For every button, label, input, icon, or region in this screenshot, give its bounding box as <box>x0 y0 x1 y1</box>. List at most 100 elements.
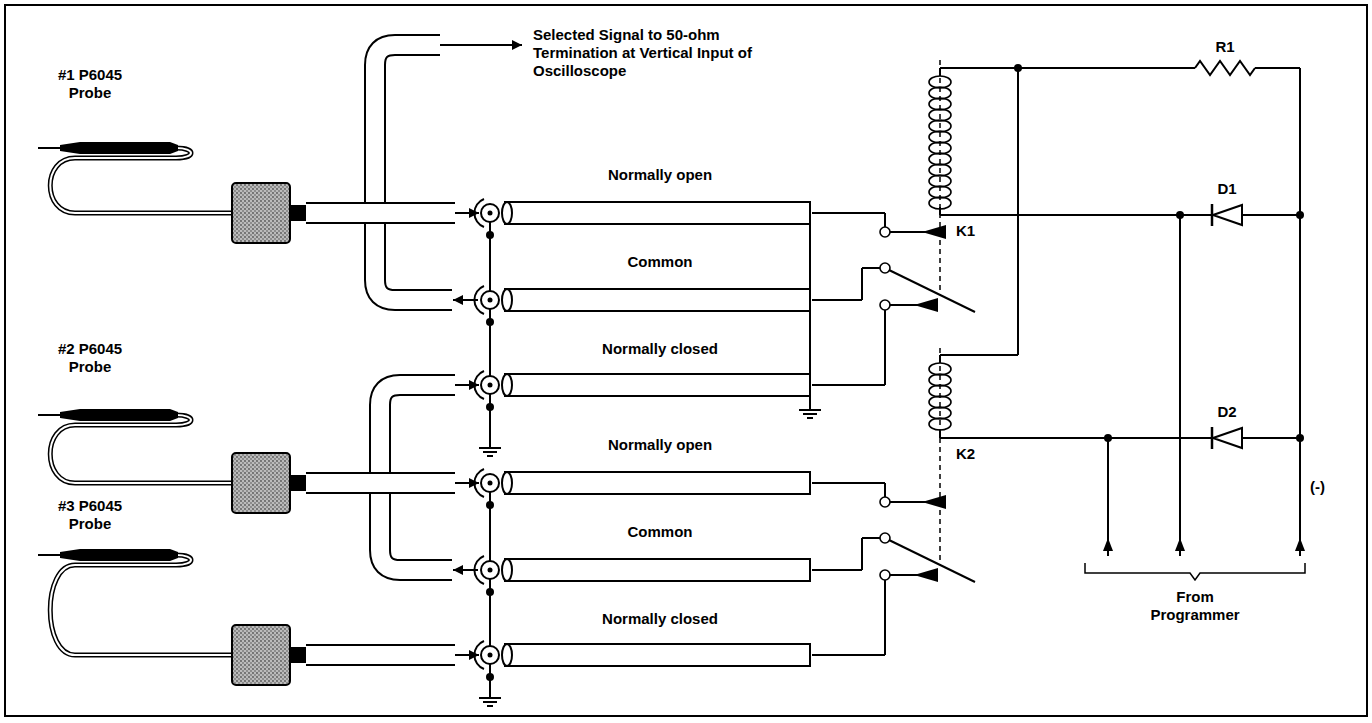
bnc-pin <box>488 653 493 658</box>
junction-dot <box>486 588 494 596</box>
label: From Programmer <box>1135 588 1255 624</box>
arrow-head <box>512 40 522 50</box>
coax-cable <box>505 559 810 581</box>
junction-dot <box>486 403 494 411</box>
probe-tip <box>38 414 62 416</box>
probe-handle <box>60 409 178 421</box>
ground-symbol <box>489 440 491 448</box>
coax-cable <box>505 202 810 224</box>
fixed-contact <box>922 225 946 239</box>
resistor-symbol <box>1195 61 1255 75</box>
wire <box>812 482 885 484</box>
probe-tip <box>38 147 62 149</box>
arrow-head <box>1175 538 1185 551</box>
contact-terminal <box>880 227 890 237</box>
wire <box>862 537 880 539</box>
coax-cable <box>505 289 810 311</box>
bnc-pin <box>488 568 493 573</box>
ground-symbol <box>479 697 501 699</box>
junction-dot <box>486 673 494 681</box>
diode-symbol <box>1213 205 1242 225</box>
wire <box>884 483 886 497</box>
label: Normally open <box>560 436 760 454</box>
probe-connector <box>232 183 290 243</box>
label: K2 <box>956 445 996 463</box>
coax-end <box>502 472 512 494</box>
bnc-shell <box>474 199 484 227</box>
probe-handle <box>60 142 178 154</box>
frame <box>5 5 1367 716</box>
junction-dot <box>1104 434 1112 442</box>
ground-symbol <box>487 455 493 457</box>
arrow-head <box>1295 538 1305 551</box>
relay-armature <box>889 270 975 312</box>
fixed-contact <box>914 298 938 312</box>
label: D2 <box>1207 403 1247 421</box>
arrow-head <box>453 295 463 305</box>
probe-connector <box>232 625 290 685</box>
wire <box>1017 68 1019 355</box>
label: Common <box>560 253 760 271</box>
wire <box>1179 215 1181 556</box>
wire <box>812 384 885 386</box>
label: Normally closed <box>560 610 760 628</box>
label: Normally closed <box>560 340 760 358</box>
coax-end <box>502 374 512 396</box>
contact-terminal <box>880 533 890 543</box>
label: Normally open <box>560 166 760 184</box>
wire <box>861 268 863 300</box>
wire <box>812 654 885 656</box>
label: Common <box>560 523 760 541</box>
wire <box>1242 437 1300 439</box>
label: D1 <box>1207 180 1247 198</box>
ground-symbol <box>799 409 821 411</box>
coax-end <box>502 289 512 311</box>
ground-symbol <box>807 417 813 419</box>
probe-cable <box>50 555 234 655</box>
wire <box>812 212 885 214</box>
cable-tube-core <box>306 474 455 492</box>
label: R1 <box>1205 38 1245 56</box>
junction-dot <box>486 501 494 509</box>
ground-symbol <box>483 701 497 703</box>
arrow-head <box>1103 538 1113 551</box>
connector-stub <box>290 475 306 491</box>
bnc-pin <box>488 211 493 216</box>
ground-symbol <box>809 402 811 410</box>
cable-tube <box>306 202 455 224</box>
wire <box>812 299 862 301</box>
wire <box>940 67 1195 69</box>
coax-end <box>502 644 512 666</box>
ground-symbol <box>489 690 491 698</box>
label: #2 P6045 Probe <box>35 340 145 376</box>
cable-tube-core <box>306 646 455 664</box>
probe-cable-core <box>50 148 234 213</box>
contact-terminal <box>880 300 890 310</box>
wire <box>1299 68 1301 556</box>
wire <box>884 213 886 227</box>
mechanical-link <box>939 60 941 295</box>
bnc-connector <box>481 376 499 394</box>
wire <box>884 310 886 385</box>
coax-cable <box>505 472 810 494</box>
shield-ground <box>809 213 811 402</box>
cable-tube-core <box>306 204 455 222</box>
probe-cable <box>50 415 234 483</box>
probe-handle <box>60 549 178 561</box>
bnc-pin <box>488 298 493 303</box>
label: #3 P6045 Probe <box>35 497 145 533</box>
wire <box>812 569 862 571</box>
wire <box>884 580 886 655</box>
wire <box>940 354 1018 356</box>
contact-terminal <box>880 263 890 273</box>
junction-dot <box>1014 64 1022 72</box>
contact-terminal <box>880 497 890 507</box>
bnc-shell <box>474 641 484 669</box>
cable-tube <box>306 644 455 666</box>
ground-symbol <box>483 451 497 453</box>
fixed-contact <box>922 495 946 509</box>
diode-symbol <box>1213 428 1242 448</box>
contact-terminal <box>880 570 890 580</box>
fixed-contact <box>914 568 938 582</box>
